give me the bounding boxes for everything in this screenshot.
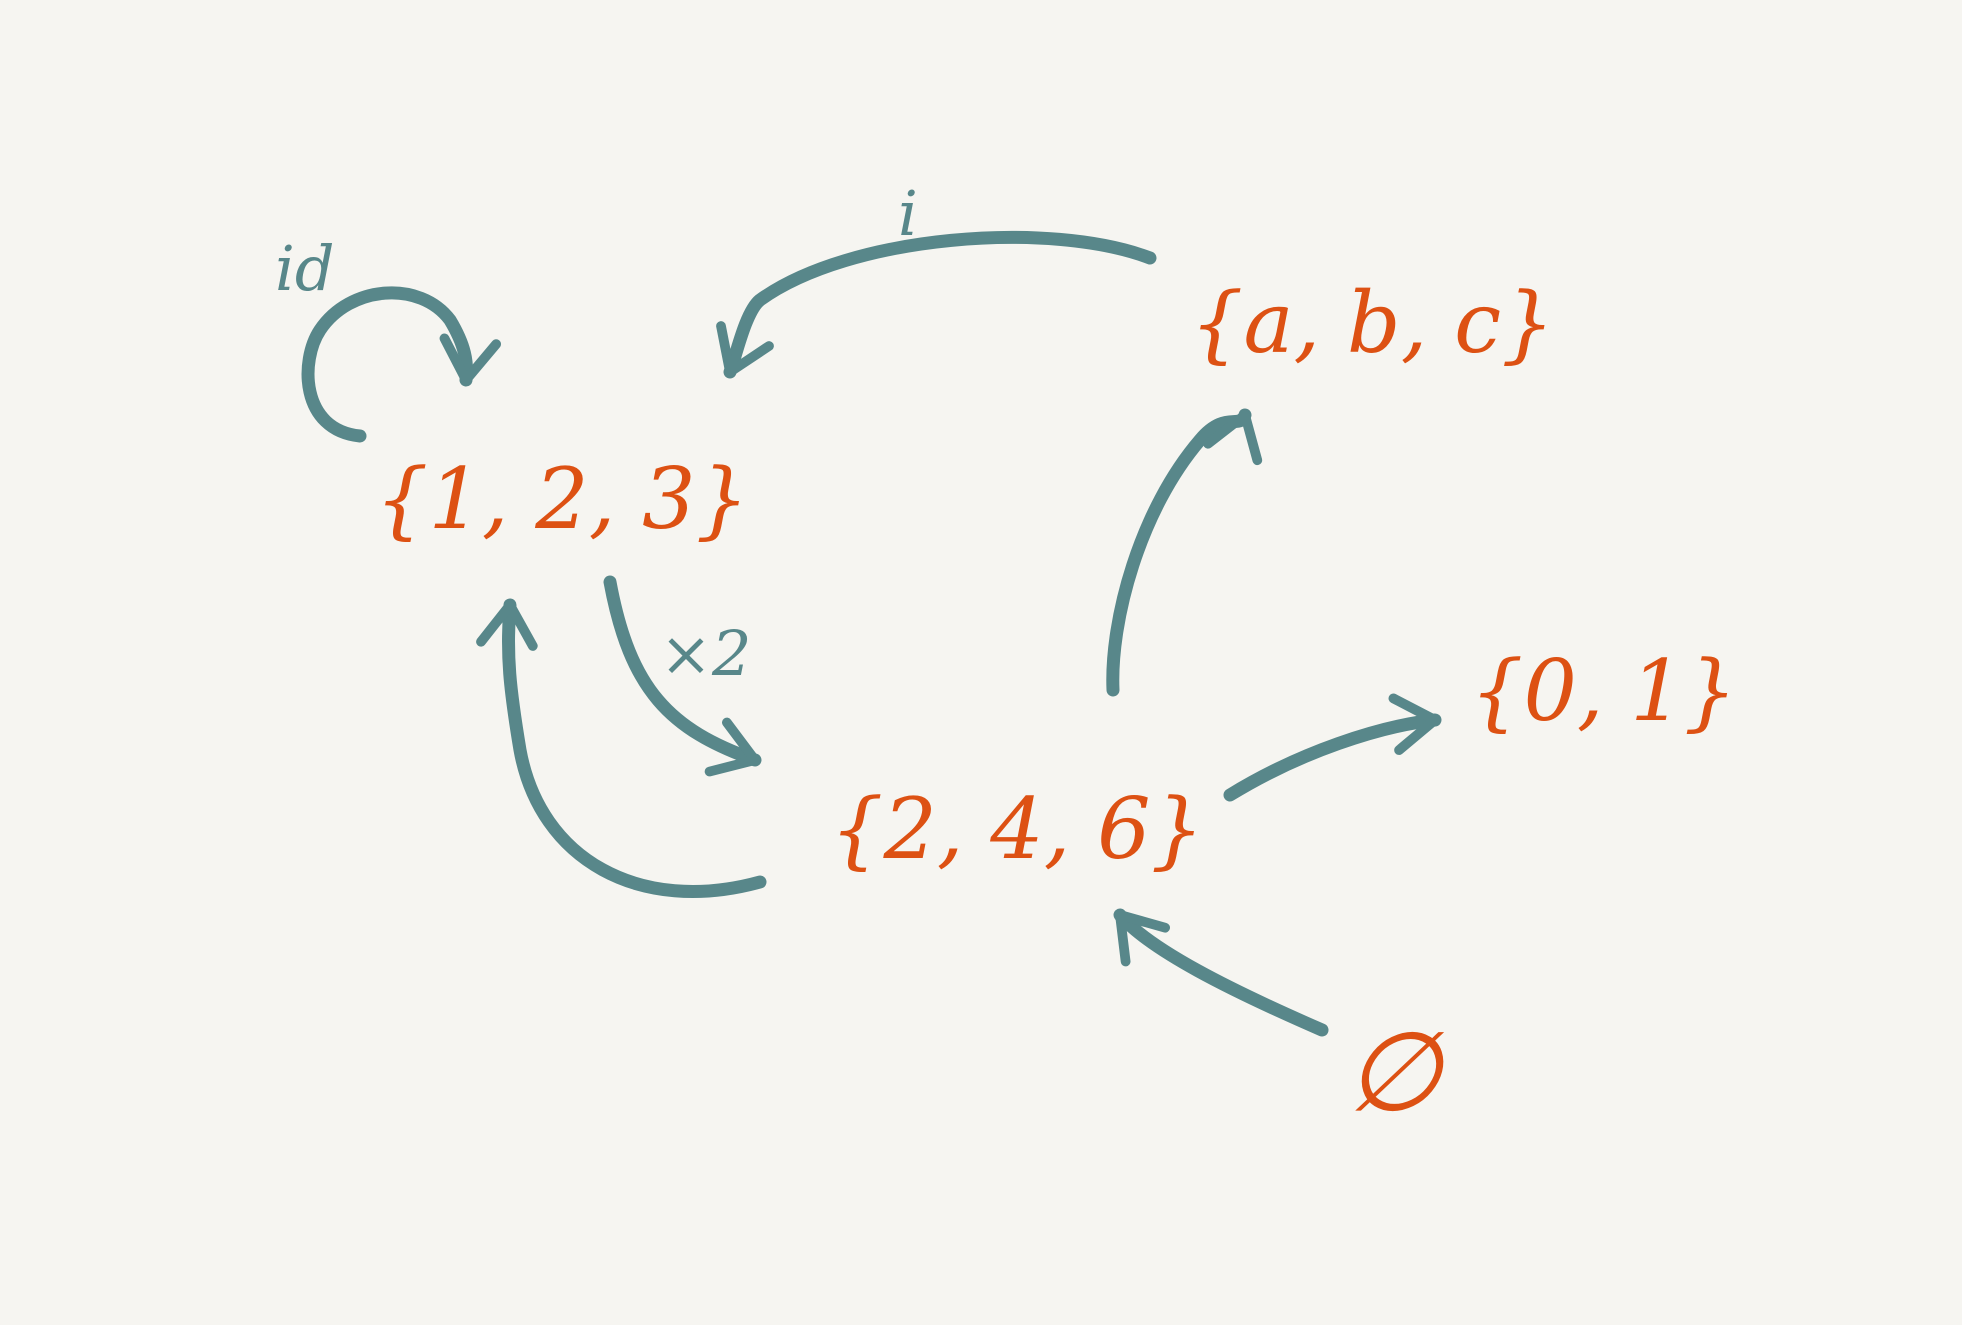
set-two-four-six: {2, 4, 6} bbox=[830, 780, 1204, 878]
arrow-246-to-123 bbox=[476, 598, 767, 898]
set-one-two-three: {1, 2, 3} bbox=[375, 450, 749, 548]
identity-label: id bbox=[275, 232, 335, 305]
inclusion-arrow-abc-to-123 bbox=[716, 230, 1157, 379]
empty-set: ∅ bbox=[1345, 1008, 1445, 1136]
arrow-246-to-abc bbox=[1106, 408, 1263, 697]
arrow-246-to-01 bbox=[1223, 693, 1442, 802]
identity-loop-arrow bbox=[301, 286, 502, 443]
set-zero-one: {0, 1} bbox=[1470, 642, 1737, 740]
times2-arrow-123-to-246 bbox=[603, 575, 762, 777]
arrow-empty-to-246 bbox=[1113, 908, 1329, 1037]
set-a-b-c: {a, b, c} bbox=[1190, 274, 1555, 372]
times-two-label: ×2 bbox=[660, 617, 751, 690]
inclusion-label: i bbox=[898, 177, 918, 250]
